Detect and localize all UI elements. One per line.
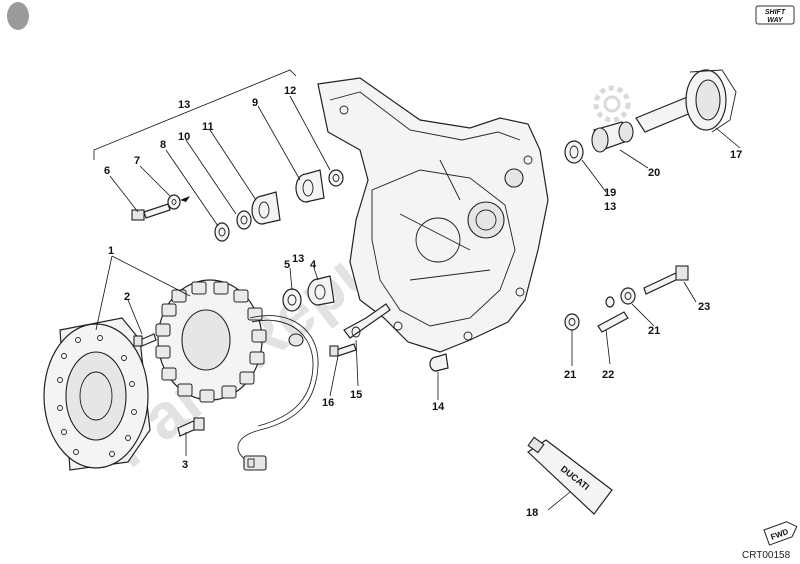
bolt-23 [643, 265, 689, 295]
callout-2: 2 [124, 291, 130, 303]
cable-clip-15 [343, 303, 391, 339]
callout-6: 6 [104, 165, 110, 177]
bolt-16 [329, 343, 357, 357]
callout-9: 9 [252, 97, 258, 109]
pump-seal-assembly [591, 121, 634, 153]
washer-7 [167, 194, 181, 210]
callout-20: 20 [648, 167, 660, 179]
callout-13: 13 [178, 99, 190, 111]
screw-2 [133, 333, 157, 347]
stator-wire-2 [251, 319, 314, 427]
forward-direction-badge: FWD [763, 521, 798, 546]
bearing-4 [307, 275, 335, 306]
alternator-rotor [43, 317, 151, 471]
brand-logo: SHIFT WAY [755, 5, 795, 25]
alternator-stator [155, 279, 267, 403]
callout-labels: 1 2 3 4 5 6 7 8 9 10 11 12 13 14 15 16 1… [104, 85, 742, 519]
callout-12: 12 [284, 85, 296, 97]
callout-3: 3 [182, 459, 188, 471]
page-marker-icon [7, 2, 29, 30]
wire-grommet [288, 333, 304, 347]
sealant-tube: DUCATI [527, 436, 613, 515]
circlip-5 [282, 288, 302, 312]
callout-16: 16 [322, 397, 334, 409]
callout-14: 14 [432, 401, 445, 413]
circlip-10 [214, 222, 230, 242]
leader-lines [93, 69, 741, 511]
o-ring-19 [564, 140, 584, 164]
stator-wire [237, 315, 319, 461]
callout-11: 11 [202, 121, 214, 133]
washer-21b [620, 287, 636, 305]
brand-logo-line2: WAY [767, 17, 784, 24]
dowel-14 [429, 353, 449, 372]
callout-21-left: 21 [564, 369, 576, 381]
copper-washer-22 [597, 296, 629, 333]
callout-17: 17 [730, 149, 742, 161]
callout-13-tertiary: 13 [292, 253, 304, 265]
pump-impeller [635, 69, 737, 133]
callout-7: 7 [134, 155, 140, 167]
drawing-code: CRT00158 [742, 550, 791, 561]
callout-4: 4 [310, 259, 317, 271]
callout-18: 18 [526, 507, 538, 519]
callout-8: 8 [160, 139, 166, 151]
bearing-9 [251, 191, 281, 225]
callout-19: 19 [604, 187, 616, 199]
bearing-12 [295, 169, 325, 203]
callout-10: 10 [178, 131, 190, 143]
callout-5: 5 [284, 259, 290, 271]
wire-connector [243, 455, 267, 471]
engine-side-cover [317, 77, 549, 353]
brand-logo-line1: SHIFT [765, 9, 786, 16]
callout-15: 15 [350, 389, 362, 401]
bolt-6 [131, 203, 171, 221]
arrow-indicator [180, 196, 190, 202]
watermark-gear-icon [593, 85, 631, 123]
callout-22: 22 [602, 369, 614, 381]
washer-11 [236, 210, 252, 230]
washer-12b [328, 169, 344, 187]
callout-13-secondary: 13 [604, 201, 616, 213]
callout-21-right: 21 [648, 325, 660, 337]
callout-1: 1 [108, 245, 114, 257]
callout-23: 23 [698, 301, 710, 313]
screw-3 [177, 417, 205, 437]
washer-21a [564, 313, 580, 331]
